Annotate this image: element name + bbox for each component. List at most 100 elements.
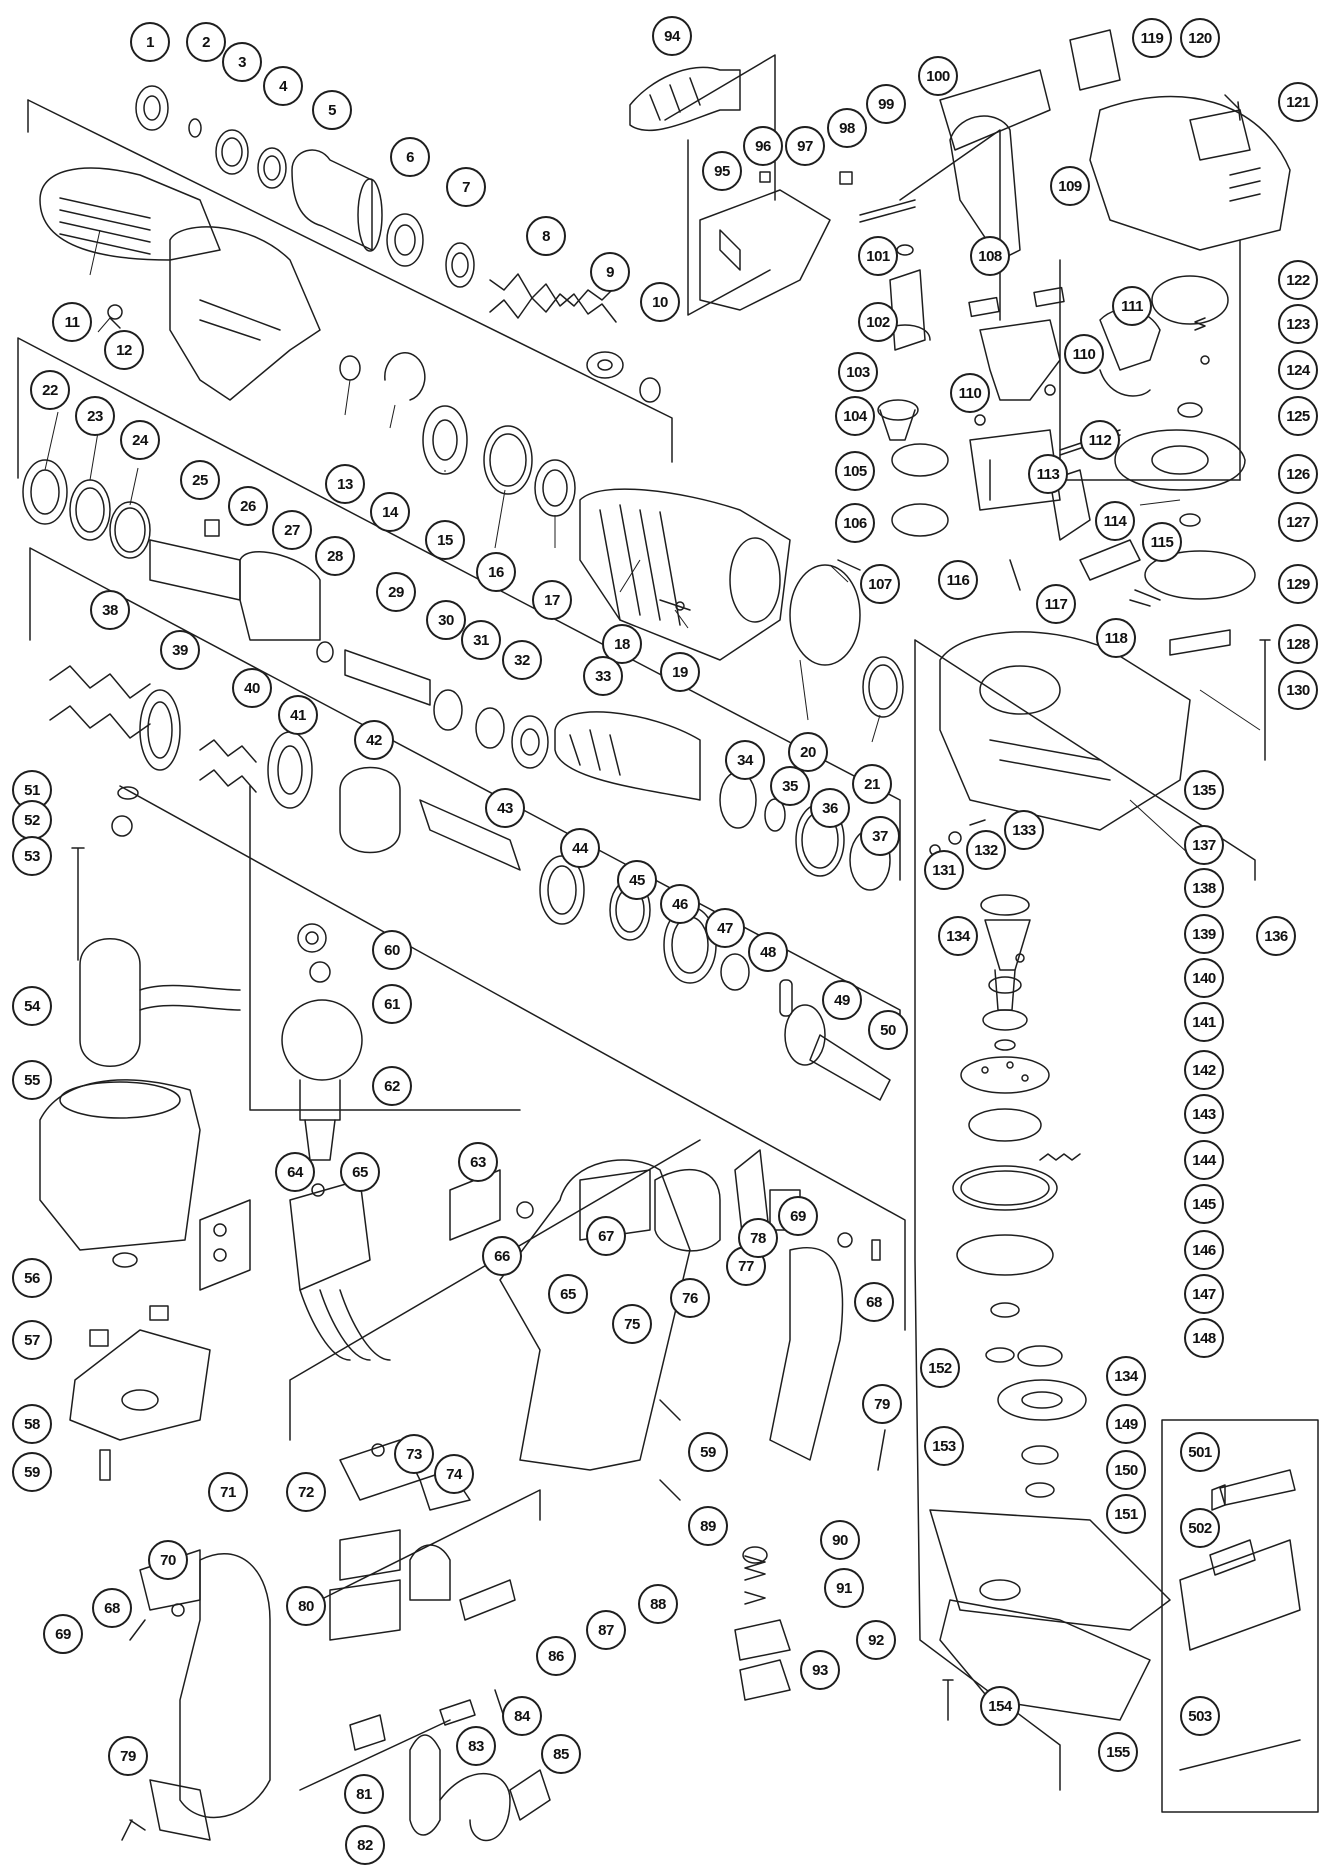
- part-callout-134: 134: [938, 916, 978, 956]
- part-callout-155: 155: [1098, 1732, 1138, 1772]
- part-callout-154: 154: [980, 1686, 1020, 1726]
- part-callout-63: 63: [458, 1142, 498, 1182]
- part-callout-68b: 69: [43, 1614, 83, 1654]
- part-callout-52: 52: [12, 800, 52, 840]
- part-callout-131: 131: [924, 850, 964, 890]
- part-callout-24: 24: [120, 420, 160, 460]
- part-callout-87: 87: [586, 1610, 626, 1650]
- part-callout-92: 92: [856, 1620, 896, 1660]
- part-callout-153: 153: [924, 1426, 964, 1466]
- part-callout-79b: 79: [108, 1736, 148, 1776]
- part-callout-85: 85: [541, 1734, 581, 1774]
- part-callout-34: 34: [725, 740, 765, 780]
- part-callout-7: 7: [446, 167, 486, 207]
- part-callout-28: 28: [315, 536, 355, 576]
- part-callout-81: 81: [344, 1774, 384, 1814]
- part-callout-2: 2: [186, 22, 226, 62]
- part-callout-97: 97: [785, 126, 825, 166]
- part-callout-112: 112: [1080, 420, 1120, 460]
- part-callout-151: 151: [1106, 1494, 1146, 1534]
- part-callout-139: 139: [1184, 914, 1224, 954]
- part-callout-64: 64: [275, 1152, 315, 1192]
- part-callout-69: 69: [778, 1196, 818, 1236]
- part-callout-15: 15: [425, 520, 465, 560]
- part-callout-59: 59: [12, 1452, 52, 1492]
- part-callout-121: 121: [1278, 82, 1318, 122]
- part-callout-135: 135: [1184, 770, 1224, 810]
- part-callout-145: 145: [1184, 1184, 1224, 1224]
- part-callout-75: 75: [612, 1304, 652, 1344]
- part-callout-16: 16: [476, 552, 516, 592]
- part-callout-152: 152: [920, 1348, 960, 1388]
- part-callout-133: 133: [1004, 810, 1044, 850]
- part-callout-149: 149: [1106, 1404, 1146, 1444]
- part-callout-45: 45: [617, 860, 657, 900]
- part-callout-59b: 59: [688, 1432, 728, 1472]
- part-callout-80: 80: [286, 1586, 326, 1626]
- part-callout-126: 126: [1278, 454, 1318, 494]
- part-callout-146: 146: [1184, 1230, 1224, 1270]
- part-callout-130: 130: [1278, 670, 1318, 710]
- part-callout-11: 11: [52, 302, 92, 342]
- part-callout-35: 35: [770, 766, 810, 806]
- part-callout-102: 102: [858, 302, 898, 342]
- part-callout-119: 119: [1132, 18, 1172, 58]
- part-callout-140: 140: [1184, 958, 1224, 998]
- part-callout-70: 70: [148, 1540, 188, 1580]
- part-callout-60: 60: [372, 930, 412, 970]
- part-callout-47: 47: [705, 908, 745, 948]
- part-callout-101: 101: [858, 236, 898, 276]
- part-callout-111: 111: [1112, 286, 1152, 326]
- part-callout-98: 98: [827, 108, 867, 148]
- part-callout-27: 27: [272, 510, 312, 550]
- part-callout-29: 29: [376, 572, 416, 612]
- part-callout-57: 57: [12, 1320, 52, 1360]
- part-callout-78: 78: [738, 1218, 778, 1258]
- part-callout-79: 79: [862, 1384, 902, 1424]
- part-callout-129: 129: [1278, 564, 1318, 604]
- part-callout-6: 6: [390, 137, 430, 177]
- part-callout-38: 38: [90, 590, 130, 630]
- part-callout-4: 4: [263, 66, 303, 106]
- part-callout-134b: 134: [1106, 1356, 1146, 1396]
- part-callout-49: 49: [822, 980, 862, 1020]
- part-callout-84: 84: [502, 1696, 542, 1736]
- part-callout-10: 10: [640, 282, 680, 322]
- part-callout-23: 23: [75, 396, 115, 436]
- part-callout-17: 17: [532, 580, 572, 620]
- part-callout-74: 74: [434, 1454, 474, 1494]
- part-callout-48: 48: [748, 932, 788, 972]
- part-callout-46: 46: [660, 884, 700, 924]
- part-callout-127: 127: [1278, 502, 1318, 542]
- part-callout-99: 99: [866, 84, 906, 124]
- part-callout-36: 36: [810, 788, 850, 828]
- part-callout-55: 55: [12, 1060, 52, 1100]
- part-callout-108: 108: [970, 236, 1010, 276]
- leader-lines: [44, 229, 1261, 856]
- part-callout-72: 72: [286, 1472, 326, 1512]
- part-callout-9: 9: [590, 252, 630, 292]
- part-callout-67: 67: [586, 1216, 626, 1256]
- part-callout-89: 89: [688, 1506, 728, 1546]
- part-callout-128: 128: [1278, 624, 1318, 664]
- part-callout-90: 90: [820, 1520, 860, 1560]
- part-callout-65b: 65: [548, 1274, 588, 1314]
- part-callout-141: 141: [1184, 1002, 1224, 1042]
- part-callout-132: 132: [966, 830, 1006, 870]
- part-callout-148: 148: [1184, 1318, 1224, 1358]
- part-callout-68: 68: [854, 1282, 894, 1322]
- part-callout-82: 82: [345, 1825, 385, 1865]
- part-callout-41: 41: [278, 695, 318, 735]
- part-callout-96: 96: [743, 126, 783, 166]
- part-callout-103: 103: [838, 352, 878, 392]
- part-callout-125: 125: [1278, 396, 1318, 436]
- part-callout-25: 25: [180, 460, 220, 500]
- group-boundary-upper: [27, 99, 673, 463]
- part-callout-31: 31: [461, 620, 501, 660]
- part-callout-100: 100: [918, 56, 958, 96]
- part-callout-62: 62: [372, 1066, 412, 1106]
- part-callout-142: 142: [1184, 1050, 1224, 1090]
- part-callout-109: 109: [1050, 166, 1090, 206]
